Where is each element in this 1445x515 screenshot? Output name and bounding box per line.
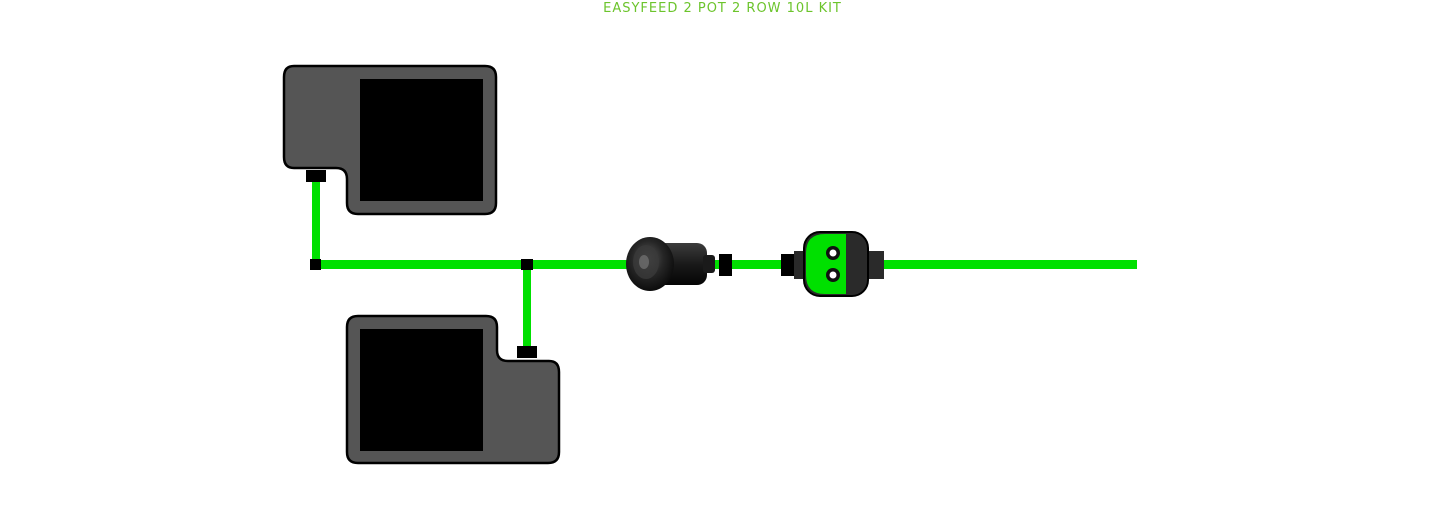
diagram-title: EASYFEED 2 POT 2 ROW 10L KIT [603,1,842,16]
tube-connector-icon [517,346,537,358]
pot-reservoir [360,79,483,201]
tube-lower-pot-drop [523,264,531,352]
pot-lower [345,314,561,465]
tube-valve-outlet [870,260,1137,269]
pot-reservoir [360,329,483,451]
inline-filter [626,237,732,291]
tee-connector [521,259,533,270]
filter-nozzle [703,255,715,273]
valve-port-bottom-hole [829,271,837,279]
filter-cap-center [639,255,649,269]
elbow-connector [310,259,321,270]
valve [781,231,884,297]
valve-outlet [866,251,884,279]
valve-port-top-hole [829,249,837,257]
tube-connector-icon [781,254,794,276]
valve-icon [806,234,846,294]
tube-main-line [312,260,642,269]
pot-upper [282,64,498,216]
tube-connector-icon [306,170,326,182]
tube-upper-pot-drop [312,178,320,266]
tubing [312,178,1137,352]
tube-connector-icon [719,254,732,276]
tube-filter-to-valve [700,260,812,269]
